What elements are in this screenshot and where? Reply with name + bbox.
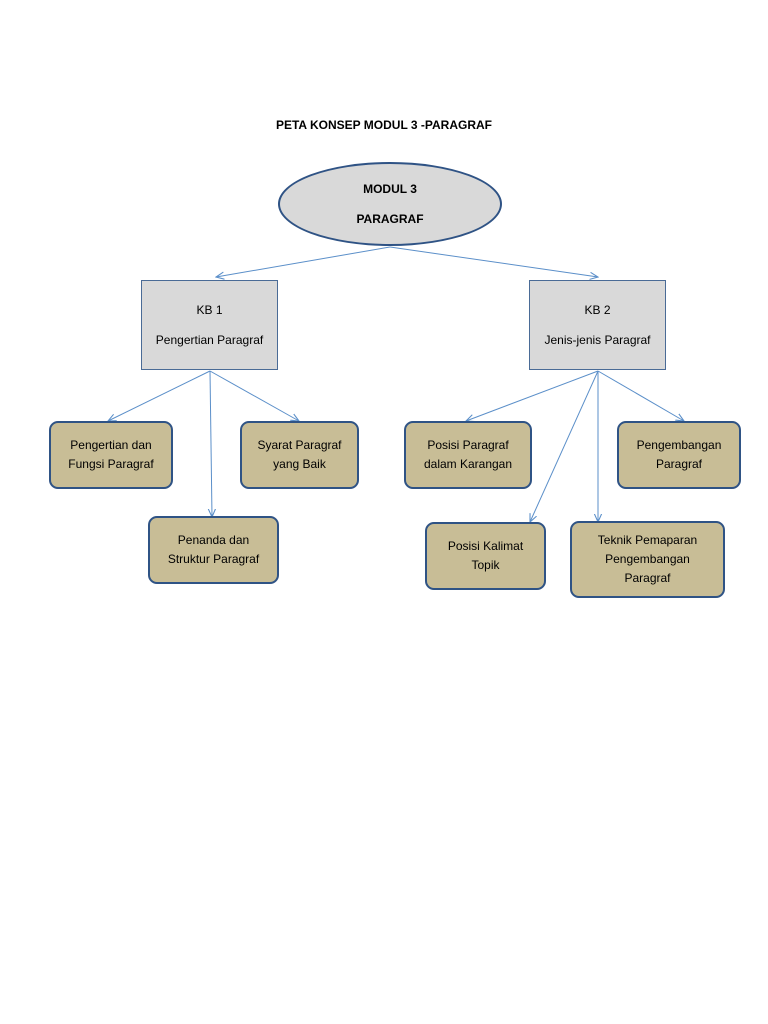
node-posisi-kalimat: Posisi Kalimat Topik xyxy=(425,522,546,590)
node-penanda-struktur: Penanda dan Struktur Paragraf xyxy=(148,516,279,584)
arrow-kb2-posisi-paragraf xyxy=(466,370,599,421)
node-pengertian-fungsi: Pengertian dan Fungsi Paragraf xyxy=(49,421,173,489)
node-pengembangan: Pengembangan Paragraf xyxy=(617,421,741,489)
arrow-kb1-penanda xyxy=(210,370,212,517)
node-posisi-paragraf: Posisi Paragraf dalam Karangan xyxy=(404,421,532,489)
kb1-code: KB 1 xyxy=(196,303,223,317)
kb2-code: KB 2 xyxy=(584,303,611,317)
arrow-root-kb1 xyxy=(216,246,391,277)
kb1-name: Pengertian Paragraf xyxy=(155,333,264,347)
arrow-kb2-pengembangan xyxy=(597,370,684,421)
root-node-line1: MODUL 3 xyxy=(363,182,417,196)
kb2-name: Jenis-jenis Paragraf xyxy=(544,333,651,347)
root-node-line2: PARAGRAF xyxy=(356,212,424,226)
node-teknik-pemaparan: Teknik Pemaparan Pengembangan Paragraf xyxy=(570,521,725,598)
diagram-title: PETA KONSEP MODUL 3 -PARAGRAF xyxy=(275,118,493,132)
node-kb1: KB 1 Pengertian Paragraf xyxy=(141,280,278,370)
arrow-kb1-syarat xyxy=(209,370,299,421)
node-syarat-paragraf: Syarat Paragraf yang Baik xyxy=(240,421,359,489)
arrow-kb2-posisi-kalimat xyxy=(530,370,599,522)
root-node-modul-3: MODUL 3 PARAGRAF xyxy=(278,162,502,246)
arrow-kb1-pengertian xyxy=(108,370,211,421)
arrow-root-kb2 xyxy=(389,246,598,277)
node-kb2: KB 2 Jenis-jenis Paragraf xyxy=(529,280,666,370)
